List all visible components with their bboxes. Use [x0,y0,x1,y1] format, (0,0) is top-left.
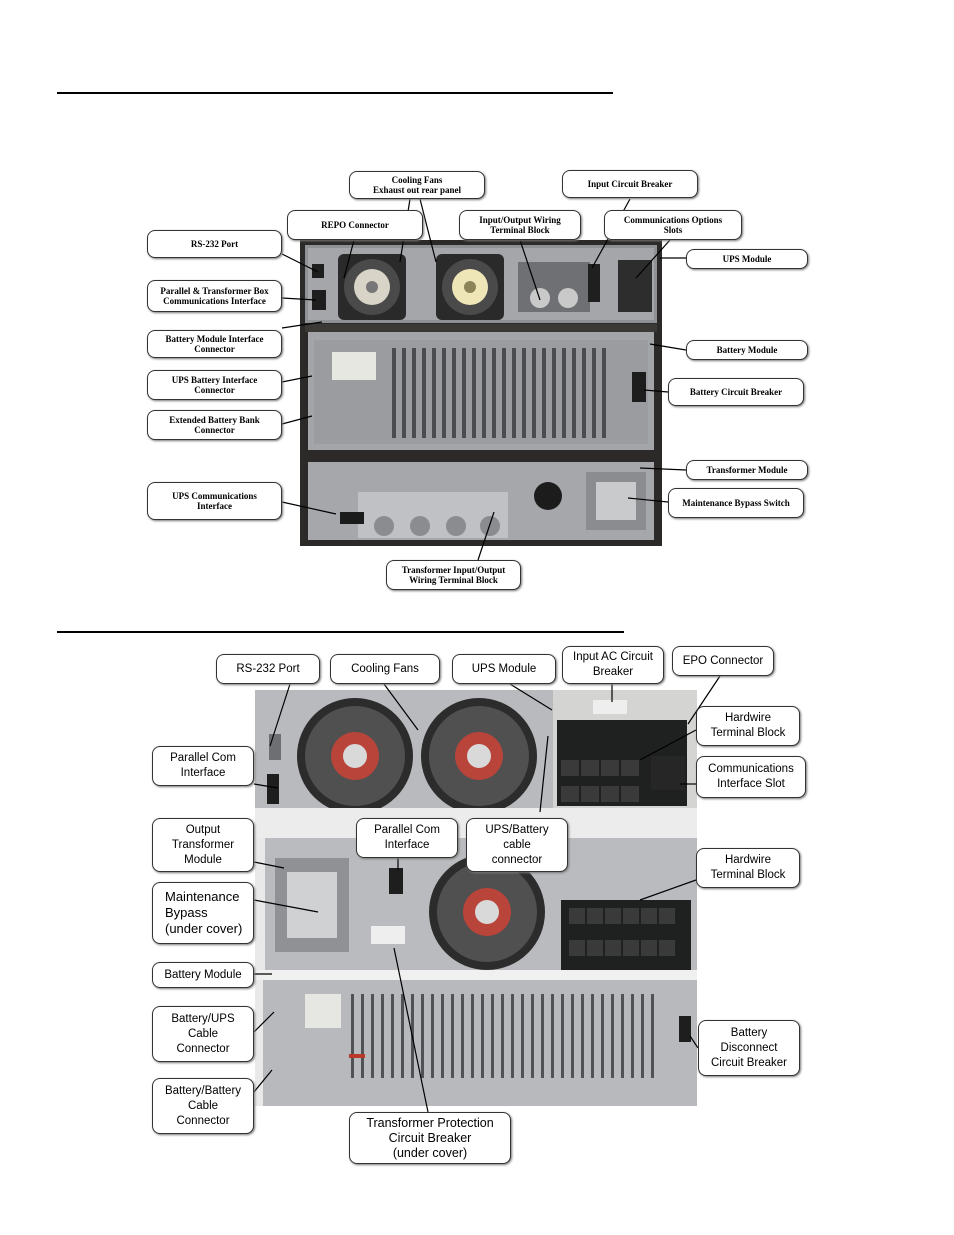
callout-parallel-transformer-comm: Parallel & Transformer Box Communication… [147,280,282,312]
callout-battery-battery-cable-connector: Battery/Battery Cable Connector [152,1078,254,1134]
callout-cooling-fans-2: Cooling Fans [330,654,440,684]
callout-input-circuit-breaker: Input Circuit Breaker [562,170,698,198]
callout-battery-disconnect-circuit-breaker: Battery Disconnect Circuit Breaker [698,1020,800,1076]
callout-battery-circuit-breaker: Battery Circuit Breaker [668,378,804,406]
callout-communications-options-slots: Communications Options Slots [604,210,742,240]
callout-ups-module: UPS Module [686,249,808,269]
callout-hardwire-terminal-block-1: Hardwire Terminal Block [696,706,800,746]
callout-transformer-protection-circuit-breaker: Transformer Protection Circuit Breaker (… [349,1112,511,1164]
callout-battery-ups-cable-connector: Battery/UPS Cable Connector [152,1006,254,1062]
callout-battery-module-2: Battery Module [152,962,254,988]
callout-rs232-port: RS-232 Port [147,230,282,258]
section-rule-bottom [57,631,624,633]
callout-epo-connector: EPO Connector [672,646,774,676]
section-rule-top [57,92,613,94]
callout-rs232-port-2: RS-232 Port [216,654,320,684]
callout-hardwire-terminal-block-2: Hardwire Terminal Block [696,848,800,888]
callout-maintenance-bypass-switch: Maintenance Bypass Switch [668,488,804,518]
callout-extended-battery-bank-connector: Extended Battery Bank Connector [147,410,282,440]
callout-ups-battery-cable-connector: UPS/Battery cable connector [466,818,568,872]
callout-parallel-com-interface-2: Parallel Com Interface [356,818,458,858]
figure1-photo [300,240,662,546]
callout-ups-module-2: UPS Module [452,654,556,684]
callout-output-transformer-module: Output Transformer Module [152,818,254,872]
callout-parallel-com-interface-1: Parallel Com Interface [152,746,254,786]
callout-ups-communications-interface: UPS Communications Interface [147,482,282,520]
callout-ups-battery-interface-connector: UPS Battery Interface Connector [147,370,282,400]
callout-communications-interface-slot: Communications Interface Slot [696,756,806,798]
figure2-photo [255,690,697,1106]
callout-transformer-io-wiring-terminal-block: Transformer Input/Output Wiring Terminal… [386,560,521,590]
callout-transformer-module: Transformer Module [686,460,808,480]
callout-maintenance-bypass: Maintenance Bypass (under cover) [152,882,254,944]
callout-battery-module-interface-connector: Battery Module Interface Connector [147,330,282,358]
callout-cooling-fans-exhaust: Cooling Fans Exhaust out rear panel [349,171,485,199]
callout-battery-module: Battery Module [686,340,808,360]
callout-input-ac-circuit-breaker: Input AC Circuit Breaker [562,646,664,684]
callout-repo-connector: REPO Connector [287,210,423,240]
callout-io-wiring-terminal-block: Input/Output Wiring Terminal Block [459,210,581,240]
